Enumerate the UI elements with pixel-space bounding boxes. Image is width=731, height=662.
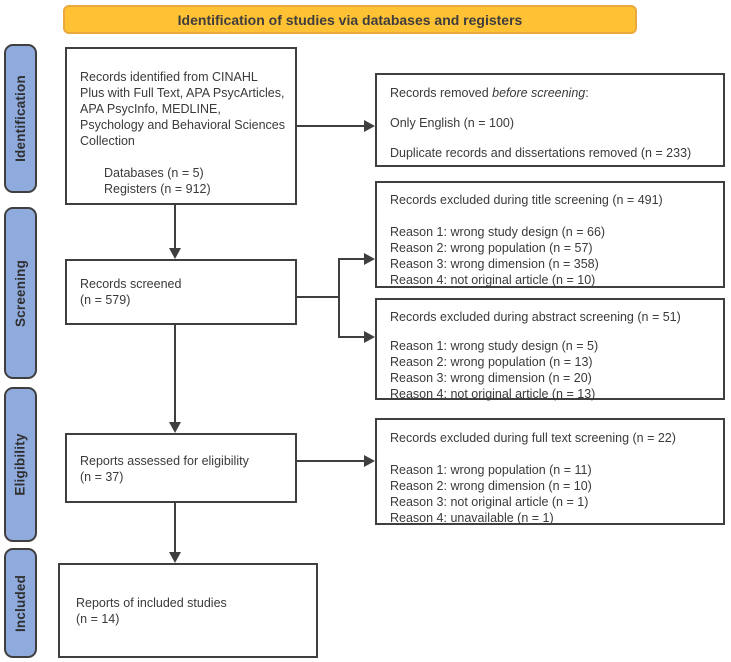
reason-item: Reason 3: wrong dimension (n = 20) xyxy=(390,371,592,385)
reason-item: Reason 1: wrong study design (n = 66) xyxy=(390,225,606,239)
stage-identification: Identification xyxy=(4,44,37,193)
connector-screened-to-abstract-excluded-line xyxy=(339,336,366,338)
stage-included: Included xyxy=(4,548,37,658)
arrowhead-right-icon xyxy=(364,253,375,265)
stage-eligibility-label: Eligibility xyxy=(13,433,28,496)
box-excluded-title-screening: Records excluded during title screening … xyxy=(375,181,725,288)
spacer xyxy=(390,325,713,338)
stage-screening-label: Screening xyxy=(13,259,29,327)
stage-screening: Screening xyxy=(4,207,37,379)
records-identified-text: Records identified from CINAHL Plus with… xyxy=(80,70,285,148)
excluded-fulltext-screening-title: Records excluded during full text screen… xyxy=(390,431,676,445)
arrowhead-right-icon xyxy=(364,455,375,467)
reason-item: Reason 3: wrong dimension (n = 358) xyxy=(390,257,599,271)
banner-title: Identification of studies via databases … xyxy=(177,11,523,28)
arrowhead-down-icon xyxy=(169,422,181,433)
connector-screened-branch-vertical xyxy=(338,258,340,338)
reason-item: Reason 1: wrong study design (n = 5) xyxy=(390,339,599,353)
connector-screened-to-assessed-line xyxy=(174,325,176,422)
reports-assessed-line1: Reports assessed for eligibility xyxy=(80,454,249,468)
reason-item: Reason 4: not original article (n = 13) xyxy=(390,387,596,401)
box-records-identified: Records identified from CINAHL Plus with… xyxy=(65,47,297,205)
connector-assessed-to-included-line xyxy=(174,503,176,552)
reports-assessed-line2: (n = 37) xyxy=(80,470,124,484)
records-removed-title-suffix: : xyxy=(585,86,589,100)
records-removed-title-prefix: Records removed xyxy=(390,86,493,100)
stage-eligibility: Eligibility xyxy=(4,387,37,542)
spacer xyxy=(390,208,713,224)
reason-item: Reason 2: wrong population (n = 13) xyxy=(390,355,593,369)
spacer xyxy=(390,446,713,462)
reason-item: Reason 2: wrong population (n = 57) xyxy=(390,241,593,255)
arrowhead-down-icon xyxy=(169,248,181,259)
connector-screened-branch-stub xyxy=(297,296,339,298)
records-removed-title: Records removed before screening: xyxy=(390,85,713,101)
box-excluded-abstract-screening: Records excluded during abstract screeni… xyxy=(375,298,725,401)
stage-included-label: Included xyxy=(13,574,29,632)
arrowhead-right-icon xyxy=(364,120,375,132)
records-screened-line1: Records screened xyxy=(80,277,182,291)
reason-item: Reason 2: wrong dimension (n = 10) xyxy=(390,479,592,493)
banner: Identification of studies via databases … xyxy=(63,5,637,34)
reason-item: Reason 1: wrong population (n = 11) xyxy=(390,463,592,477)
reason-item: Reason 3: not original article (n = 1) xyxy=(390,495,589,509)
records-removed-title-italic: before screening xyxy=(492,86,586,100)
stage-identification-label: Identification xyxy=(13,75,28,162)
reason-item: Reason 4: unavailable (n = 1) xyxy=(390,511,554,525)
spacer xyxy=(80,149,285,165)
arrowhead-right-icon xyxy=(364,331,375,343)
records-screened-line2: (n = 579) xyxy=(80,293,131,307)
connector-assessed-to-fulltext-excluded-line xyxy=(297,460,365,462)
excluded-title-screening-title: Records excluded during title screening … xyxy=(390,193,663,207)
connector-screened-to-title-excluded-line xyxy=(339,258,366,260)
arrowhead-down-icon xyxy=(169,552,181,563)
connector-identified-to-removed-line xyxy=(297,125,365,127)
box-reports-included: Reports of included studies (n = 14) xyxy=(58,563,318,658)
excluded-abstract-screening-title: Records excluded during abstract screeni… xyxy=(390,310,681,324)
box-excluded-fulltext-screening: Records excluded during full text screen… xyxy=(375,418,725,525)
connector-identified-to-screened-line xyxy=(174,205,176,249)
reports-included-line1: Reports of included studies xyxy=(76,596,227,610)
box-records-removed: Records removed before screening: Only E… xyxy=(375,73,725,167)
box-records-screened: Records screened (n = 579) xyxy=(65,259,297,325)
reason-item: Reason 4: not original article (n = 10) xyxy=(390,273,596,287)
reports-included-line2: (n = 14) xyxy=(76,612,120,626)
box-reports-assessed: Reports assessed for eligibility (n = 37… xyxy=(65,433,297,503)
records-removed-item: Only English (n = 100) xyxy=(390,116,515,130)
records-removed-item: Duplicate records and dissertations remo… xyxy=(390,146,692,160)
records-identified-databases: Databases (n = 5) xyxy=(104,166,204,180)
records-identified-registers: Registers (n = 912) xyxy=(104,182,211,196)
